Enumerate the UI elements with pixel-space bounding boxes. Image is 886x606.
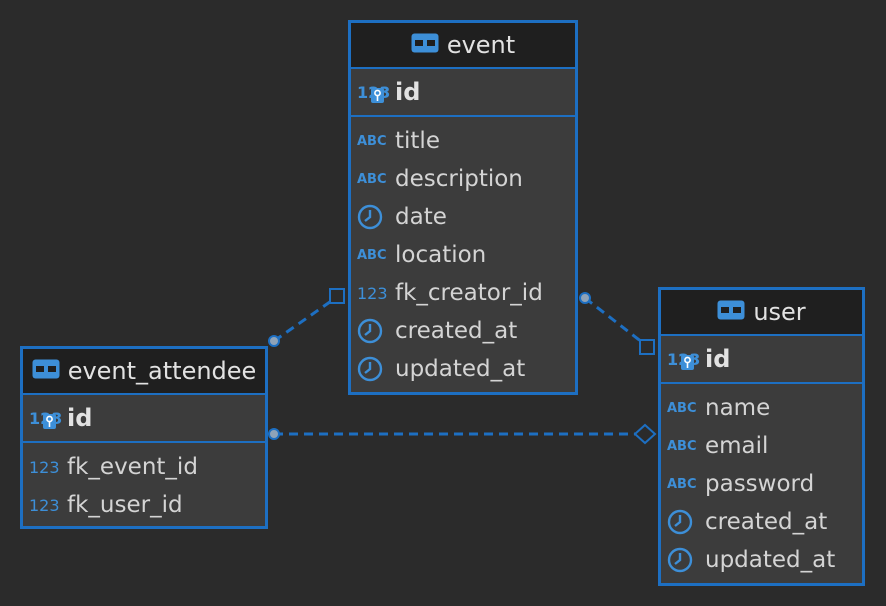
- text-type-icon: ABC: [667, 438, 697, 454]
- column-name: fk_event_id: [67, 454, 198, 480]
- column-list: 123 fk_event_id 123 fk_user_id: [23, 443, 265, 524]
- column-name: updated_at: [395, 356, 526, 382]
- column-row[interactable]: 123 fk_event_id: [23, 448, 265, 486]
- column-list: ABC name ABC email ABC password created_…: [661, 384, 862, 579]
- column-row[interactable]: created_at: [661, 503, 862, 541]
- table-header[interactable]: user: [661, 290, 862, 336]
- column-row[interactable]: updated_at: [661, 541, 862, 579]
- primary-key-row[interactable]: 123 id: [661, 336, 862, 384]
- text-type-icon: ABC: [357, 171, 387, 187]
- table-event[interactable]: event 123 id ABC title ABC description d…: [348, 20, 578, 395]
- link-event-attendee-to-event[interactable]: [268, 288, 345, 347]
- column-row[interactable]: 123 fk_creator_id: [351, 274, 575, 312]
- column-row[interactable]: ABC name: [661, 389, 862, 427]
- primary-key-icon: 123: [29, 406, 63, 430]
- datetime-clock-icon: [357, 318, 391, 344]
- column-name: fk_creator_id: [395, 280, 543, 306]
- datetime-clock-icon: [667, 547, 701, 573]
- primary-key-row[interactable]: 123 id: [23, 395, 265, 443]
- link-end-diamond-icon: [633, 423, 657, 445]
- link-end-square-icon: [329, 288, 345, 304]
- column-name: title: [395, 128, 440, 154]
- numeric-type-icon: 123: [357, 283, 388, 303]
- table-icon: [32, 357, 60, 385]
- column-list: ABC title ABC description date ABC locat…: [351, 117, 575, 388]
- text-type-icon: ABC: [357, 133, 387, 149]
- link-end-square-icon: [639, 339, 655, 355]
- primary-key-icon: 123: [667, 347, 701, 371]
- column-name: created_at: [395, 318, 518, 344]
- datetime-clock-icon: [357, 204, 391, 230]
- datetime-clock-icon: [357, 356, 391, 382]
- datetime-clock-icon: [667, 509, 701, 535]
- table-icon: [717, 298, 745, 326]
- column-name: id: [67, 404, 93, 432]
- column-row[interactable]: ABC location: [351, 236, 575, 274]
- column-name: email: [705, 433, 769, 459]
- link-event-to-user[interactable]: [579, 292, 655, 355]
- column-name: password: [705, 471, 815, 497]
- column-row[interactable]: 123 fk_user_id: [23, 486, 265, 524]
- table-user[interactable]: user 123 id ABC name ABC email ABC passw…: [658, 287, 865, 586]
- link-event-attendee-to-user[interactable]: [268, 423, 657, 445]
- column-row[interactable]: created_at: [351, 312, 575, 350]
- table-header[interactable]: event_attendee: [23, 349, 265, 395]
- numeric-type-icon: 123: [29, 457, 60, 477]
- table-icon: [411, 31, 439, 59]
- column-row[interactable]: updated_at: [351, 350, 575, 388]
- column-name: id: [395, 78, 421, 106]
- column-name: id: [705, 345, 731, 373]
- primary-key-icon: 123: [357, 80, 391, 104]
- text-type-icon: ABC: [667, 400, 697, 416]
- column-name: updated_at: [705, 547, 836, 573]
- column-row[interactable]: date: [351, 198, 575, 236]
- primary-key-row[interactable]: 123 id: [351, 69, 575, 117]
- column-name: fk_user_id: [67, 492, 183, 518]
- column-row[interactable]: ABC password: [661, 465, 862, 503]
- column-name: location: [395, 242, 487, 268]
- table-event-attendee[interactable]: event_attendee 123 id 123 fk_event_id 12…: [20, 346, 268, 529]
- column-name: description: [395, 166, 523, 192]
- column-row[interactable]: ABC email: [661, 427, 862, 465]
- text-type-icon: ABC: [667, 476, 697, 492]
- text-type-icon: ABC: [357, 247, 387, 263]
- column-name: date: [395, 204, 447, 230]
- column-row[interactable]: ABC description: [351, 160, 575, 198]
- table-header[interactable]: event: [351, 23, 575, 69]
- column-name: name: [705, 395, 771, 421]
- numeric-type-icon: 123: [29, 495, 60, 515]
- table-name: user: [753, 298, 806, 326]
- table-name: event_attendee: [67, 357, 257, 385]
- column-row[interactable]: ABC title: [351, 122, 575, 160]
- column-name: created_at: [705, 509, 828, 535]
- table-name: event: [446, 31, 516, 59]
